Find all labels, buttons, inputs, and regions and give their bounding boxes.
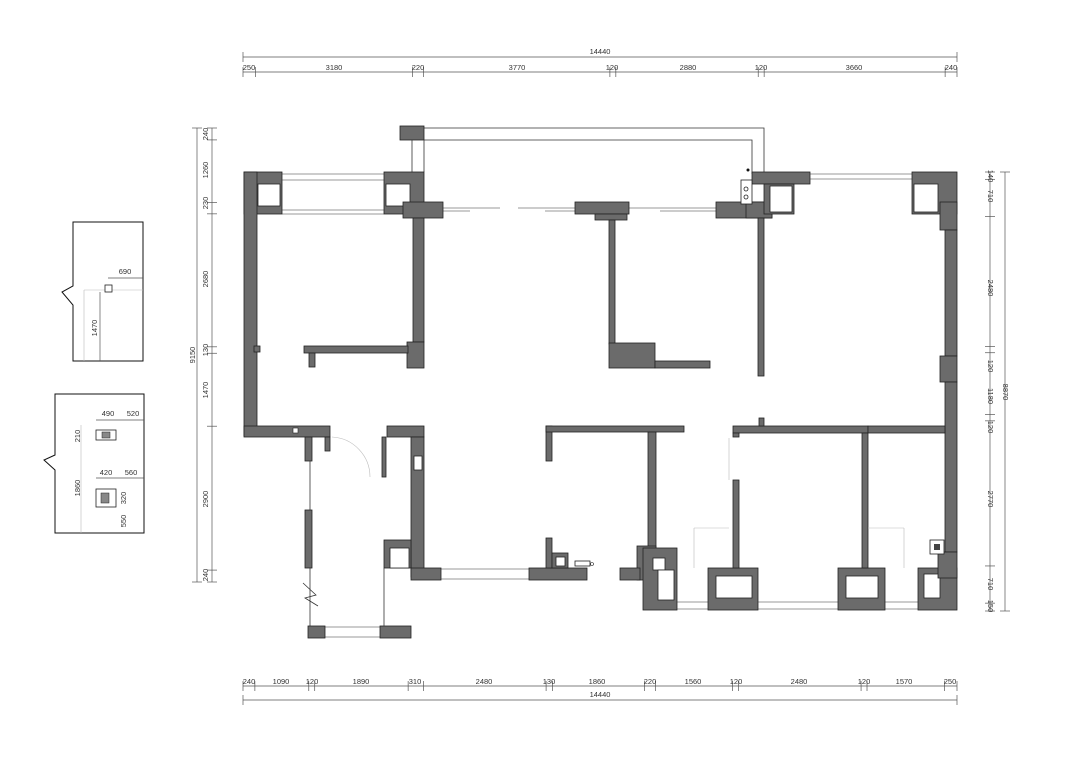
detail-bottom-label-7: 320 (119, 492, 128, 505)
top-dim-9: 240 (945, 63, 958, 72)
bottom-dim-5: 310 (409, 677, 422, 686)
bottom-dim-15: 250 (944, 677, 957, 686)
left-dim-2: 1260 (201, 162, 210, 179)
detail-bottom-label-3: 210 (73, 430, 82, 443)
left-dim-5: 130 (201, 344, 210, 357)
bottom-dim-2: 1090 (273, 677, 290, 686)
detail-bottom-label-4: 420 (100, 468, 113, 477)
detail-sketch-top: 690 1470 (61, 221, 144, 362)
right-total-label: 8870 (1001, 384, 1010, 401)
detail-bottom-label-6: 1860 (73, 480, 82, 497)
bottom-dim-3: 120 (306, 677, 319, 686)
outlet-icon (104, 284, 113, 293)
bottom-dim-6: 2480 (476, 677, 493, 686)
detail-bottom-label-1: 490 (102, 409, 115, 418)
detail-top-width: 690 (119, 267, 132, 276)
left-dim-3: 230 (201, 197, 210, 210)
bottom-dim-1: 240 (243, 677, 256, 686)
top-dim-7: 120 (755, 63, 768, 72)
right-dim-3: 2480 (986, 280, 995, 297)
right-dim-8: 710 (986, 578, 995, 591)
bottom-dim-12: 2480 (791, 677, 808, 686)
detail-top-height: 1470 (90, 320, 99, 337)
bottom-total-label: 14440 (590, 690, 611, 699)
top-dimension-chain: 14440 250 3180 220 3770 120 2880 120 366… (242, 47, 958, 77)
bottom-dim-14: 1570 (896, 677, 913, 686)
detail-sketch-bottom: 490 520 210 420 560 1860 320 550 (43, 393, 145, 534)
top-total-label: 14440 (590, 47, 611, 56)
bottom-dim-4: 1890 (353, 677, 370, 686)
plan-walls (243, 125, 958, 639)
top-dim-6: 2880 (680, 63, 697, 72)
bottom-dim-11: 120 (730, 677, 743, 686)
left-dim-4: 2680 (201, 271, 210, 288)
top-dim-5: 120 (606, 63, 619, 72)
right-dimension-chain: 140 710 2480 120 1180 120 2770 710 150 8… (985, 170, 1010, 613)
top-dim-8: 3660 (846, 63, 863, 72)
bottom-dim-8: 1860 (589, 677, 606, 686)
right-dim-5: 1180 (986, 388, 995, 404)
top-dim-3: 220 (412, 63, 425, 72)
bottom-dim-7: 130 (543, 677, 556, 686)
bottom-dim-13: 120 (858, 677, 871, 686)
left-dim-1: 240 (201, 128, 210, 141)
top-dim-2: 3180 (326, 63, 343, 72)
left-total-label: 9150 (188, 347, 197, 364)
bottom-dim-10: 1560 (685, 677, 702, 686)
kitchen-appliance (740, 179, 753, 205)
right-dim-7: 2770 (986, 491, 995, 508)
right-dim-4: 120 (986, 360, 995, 373)
left-dimension-chain: 240 1260 230 2680 130 1470 2900 240 9150 (188, 127, 217, 583)
bottom-dim-9: 220 (644, 677, 657, 686)
detail-bottom-label-8: 550 (119, 515, 128, 528)
bottom-dimension-chain: 240 1090 120 1890 310 2480 130 1860 220 … (242, 677, 958, 705)
top-dim-4: 3770 (509, 63, 526, 72)
right-dim-1: 140 (986, 170, 995, 183)
left-dim-6: 1470 (201, 382, 210, 399)
detail-bottom-label-2: 520 (127, 409, 140, 418)
right-dim-6: 120 (986, 421, 995, 434)
right-dim-2: 710 (986, 190, 995, 203)
right-dim-9: 150 (986, 600, 995, 613)
left-dim-7: 2900 (201, 491, 210, 508)
detail-bottom-label-5: 560 (125, 468, 138, 477)
left-dim-8: 240 (201, 569, 210, 582)
top-dim-1: 250 (243, 63, 256, 72)
